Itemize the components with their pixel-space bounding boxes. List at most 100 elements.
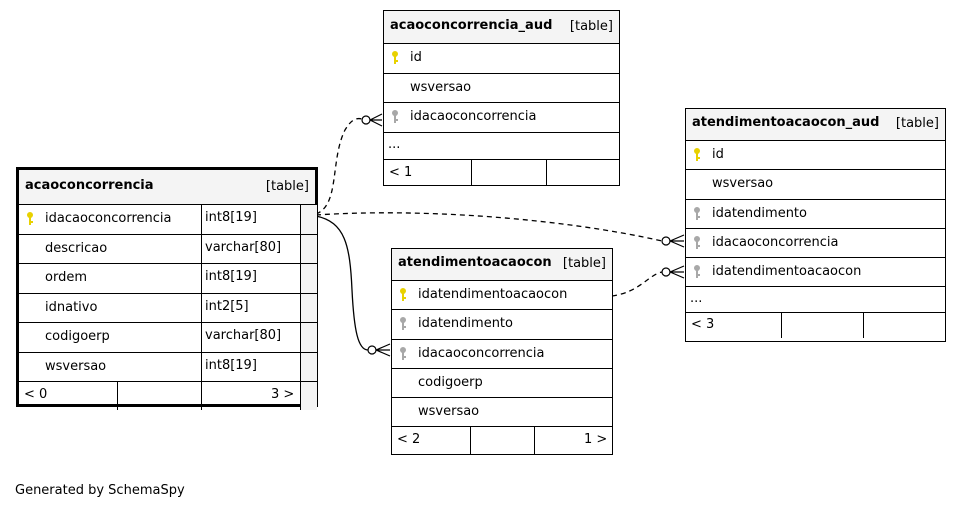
scrollbar-track[interactable] bbox=[300, 205, 317, 234]
column-row: idacaoconcorrencia bbox=[686, 229, 945, 259]
footer-parent-count: < 1 bbox=[389, 164, 413, 180]
table-footer: < 0 3 > bbox=[19, 382, 317, 410]
crowsfoot-icon bbox=[375, 343, 391, 357]
table-name: acaoconcorrencia bbox=[25, 178, 154, 193]
scrollbar-track[interactable] bbox=[300, 323, 317, 352]
table-acaoconcorrencia[interactable]: acaoconcorrencia [table] idacaoconcorren… bbox=[16, 167, 318, 410]
column-row: codigoerp varchar[80] bbox=[19, 323, 317, 353]
relationship-end-circle bbox=[661, 236, 671, 246]
table-type-tag: [table] bbox=[265, 179, 309, 194]
table-header: acaoconcorrencia_aud [table] bbox=[384, 11, 619, 44]
table-acaoconcorrencia_aud[interactable]: acaoconcorrencia_aud [table] id wsversao i… bbox=[383, 10, 620, 186]
table-type-tag: [table] bbox=[569, 19, 613, 34]
column-name: idatendimentoacaocon bbox=[418, 287, 568, 302]
column-row: idacaoconcorrencia bbox=[384, 103, 619, 133]
footer-cell bbox=[781, 313, 782, 339]
column-row: wsversao bbox=[686, 170, 945, 200]
column-type: varchar[80] bbox=[201, 323, 301, 352]
table-header: atendimentoacaocon [table] bbox=[392, 249, 612, 281]
column-name: wsversao bbox=[712, 176, 774, 192]
relationship-end-circle bbox=[367, 345, 377, 355]
column-name: codigoerp bbox=[45, 329, 110, 344]
column-name: descricao bbox=[45, 240, 108, 256]
more-columns-row: ... bbox=[384, 133, 619, 160]
foreign-key-icon bbox=[398, 346, 408, 374]
relationship-line bbox=[315, 117, 366, 215]
table-footer: < 2 1 > bbox=[392, 427, 612, 456]
primary-key-icon bbox=[398, 287, 408, 315]
relationship-line bbox=[611, 271, 663, 297]
column-row: idacaoconcorrencia bbox=[392, 340, 612, 369]
generated-by-credit: Generated by SchemaSpy bbox=[15, 483, 185, 498]
foreign-key-icon bbox=[398, 316, 408, 344]
footer-parent-count: < 2 bbox=[397, 432, 421, 448]
column-type: int8[19] bbox=[201, 205, 301, 234]
footer-cell bbox=[863, 313, 864, 339]
footer-cell bbox=[201, 382, 202, 410]
scrollbar-track[interactable] bbox=[300, 234, 317, 263]
column-row: idatendimento bbox=[686, 200, 945, 229]
foreign-key-icon bbox=[692, 235, 702, 263]
more-columns-row: ... bbox=[686, 287, 945, 314]
column-name: idacaoconcorrencia bbox=[410, 109, 537, 124]
column-name: codigoerp bbox=[418, 374, 483, 390]
column-type: int8[19] bbox=[201, 352, 301, 381]
table-header: atendimentoacaocon_aud [table] bbox=[686, 109, 945, 141]
column-row: id bbox=[686, 141, 945, 171]
relationship-line bbox=[315, 212, 663, 242]
table-atendimentoacaocon_aud[interactable]: atendimentoacaocon_aud [table] id wsversa… bbox=[685, 108, 946, 342]
column-name: idatendimentoacaocon bbox=[712, 264, 862, 280]
column-row: idatendimentoacaocon bbox=[392, 281, 612, 311]
table-name: atendimentoacaocon bbox=[398, 255, 552, 270]
scrollbar-track[interactable] bbox=[300, 264, 317, 293]
crowsfoot-icon bbox=[669, 234, 685, 248]
more-columns-ellipsis: ... bbox=[388, 136, 401, 152]
column-row: id bbox=[384, 44, 619, 74]
foreign-key-icon bbox=[692, 206, 702, 234]
footer-cell bbox=[470, 427, 471, 456]
relationship-end-circle bbox=[661, 267, 671, 277]
footer-parent-count: < 0 bbox=[24, 387, 48, 402]
column-type: int8[19] bbox=[201, 264, 301, 293]
scrollbar-track[interactable] bbox=[300, 352, 317, 381]
column-type: varchar[80] bbox=[201, 234, 301, 263]
column-row: codigoerp bbox=[392, 369, 612, 399]
primary-key-icon bbox=[692, 147, 702, 175]
more-columns-ellipsis: ... bbox=[690, 291, 703, 307]
footer-cell bbox=[117, 382, 118, 410]
table-type-tag: [table] bbox=[562, 256, 606, 271]
foreign-key-icon bbox=[390, 109, 400, 138]
column-name: idacaoconcorrencia bbox=[712, 234, 839, 250]
column-row: wsversao bbox=[392, 398, 612, 428]
scrollbar-track[interactable] bbox=[300, 293, 317, 322]
footer-cell bbox=[546, 159, 547, 186]
primary-key-icon bbox=[25, 211, 35, 240]
scrollbar[interactable] bbox=[300, 382, 317, 410]
relationship-end-circle bbox=[361, 115, 371, 125]
column-row: idacaoconcorrencia int8[19] bbox=[19, 205, 317, 235]
column-name: wsversao bbox=[410, 79, 472, 95]
column-row: idatendimentoacaocon bbox=[686, 258, 945, 288]
table-footer: < 3 bbox=[686, 313, 945, 339]
footer-parent-count: < 3 bbox=[691, 317, 715, 333]
column-name: id bbox=[712, 147, 724, 162]
column-name: idacaoconcorrencia bbox=[45, 211, 172, 226]
table-header: acaoconcorrencia [table] bbox=[19, 170, 315, 205]
column-name: idatendimento bbox=[418, 316, 513, 332]
table-name: atendimentoacaocon_aud bbox=[692, 115, 880, 130]
column-row: idatendimento bbox=[392, 310, 612, 340]
crowsfoot-icon bbox=[369, 113, 383, 127]
column-name: wsversao bbox=[45, 358, 107, 374]
foreign-key-icon bbox=[692, 264, 702, 292]
footer-child-count: 3 > bbox=[271, 387, 295, 402]
table-footer: < 1 bbox=[384, 159, 619, 186]
primary-key-icon bbox=[390, 50, 400, 79]
column-row: descricao varchar[80] bbox=[19, 234, 317, 264]
table-atendimentoacaocon[interactable]: atendimentoacaocon [table] idatendimento… bbox=[391, 248, 613, 456]
footer-cell bbox=[471, 159, 472, 186]
column-row: wsversao bbox=[384, 74, 619, 103]
